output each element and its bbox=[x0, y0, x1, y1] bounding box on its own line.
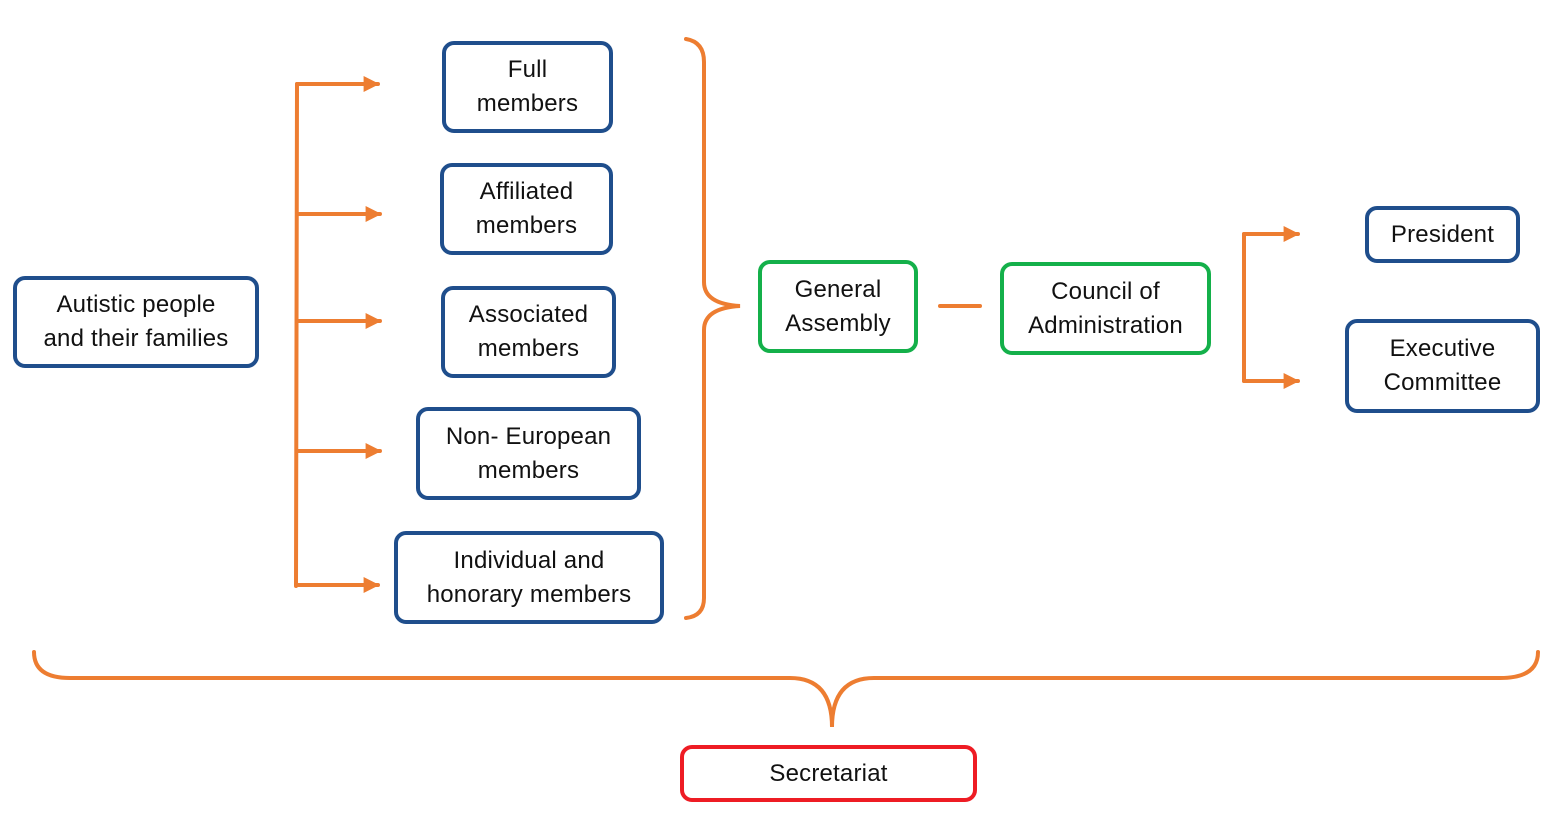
associated-members-box: Associated members bbox=[441, 286, 616, 378]
affiliated-members-box: Affiliated members bbox=[440, 163, 613, 255]
members-brace bbox=[684, 37, 741, 620]
council-of-administration-box: Council of Administration bbox=[1000, 262, 1211, 355]
full-members-box: Full members bbox=[442, 41, 613, 133]
executive-committee-box: Executive Committee bbox=[1345, 319, 1540, 413]
non-european-members-box: Non- European members bbox=[416, 407, 641, 500]
members-trunk-line bbox=[294, 82, 299, 588]
secretariat-box: Secretariat bbox=[680, 745, 977, 802]
secretariat-brace bbox=[32, 650, 1540, 728]
general-assembly-box: General Assembly bbox=[758, 260, 918, 353]
autistic-people-box: Autistic people and their families bbox=[13, 276, 259, 368]
president-box: President bbox=[1365, 206, 1520, 263]
individual-honorary-members-box: Individual and honorary members bbox=[394, 531, 664, 624]
